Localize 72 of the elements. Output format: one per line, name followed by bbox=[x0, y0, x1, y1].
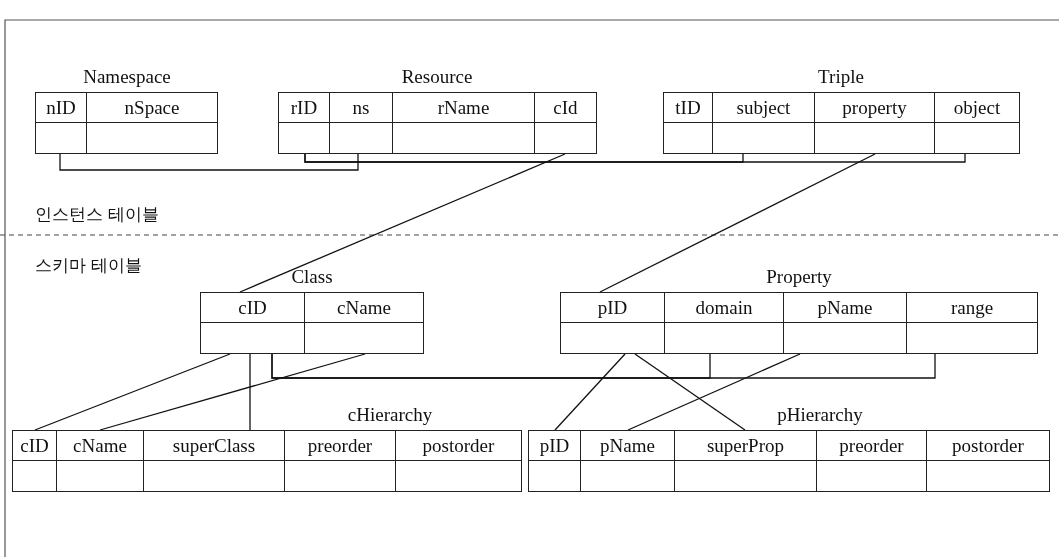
table-column bbox=[814, 92, 935, 154]
column-name: cName bbox=[72, 434, 128, 458]
section-label: 스키마 테이블 bbox=[35, 254, 143, 277]
column-name: cID bbox=[237, 296, 268, 320]
column-name: nSpace bbox=[123, 96, 181, 120]
column-name: subject bbox=[735, 96, 792, 120]
connector-line bbox=[59, 153, 359, 171]
table-column bbox=[304, 292, 424, 354]
column-name: ns bbox=[351, 96, 371, 120]
table-column bbox=[712, 92, 815, 154]
table-column bbox=[560, 292, 665, 354]
table-column bbox=[12, 430, 57, 492]
table-column bbox=[392, 92, 535, 154]
table-column bbox=[534, 92, 597, 154]
connector-line bbox=[627, 353, 801, 431]
connector-line bbox=[599, 153, 876, 293]
column-name: superProp bbox=[705, 434, 786, 458]
column-name: pName bbox=[816, 296, 874, 320]
table-title: Class bbox=[291, 266, 333, 288]
connector-line bbox=[249, 353, 251, 431]
table-column bbox=[86, 92, 218, 154]
column-name: pID bbox=[538, 434, 571, 458]
table-column bbox=[580, 430, 675, 492]
table-column bbox=[395, 430, 522, 492]
table-title: cHierarchy bbox=[347, 404, 433, 426]
connector-line bbox=[34, 353, 231, 431]
column-name: rID bbox=[289, 96, 319, 120]
connector-line bbox=[634, 353, 746, 431]
table-column bbox=[200, 292, 305, 354]
column-name: property bbox=[841, 96, 908, 120]
table-column bbox=[926, 430, 1050, 492]
table-column bbox=[284, 430, 396, 492]
table-column bbox=[35, 92, 87, 154]
table-column bbox=[663, 92, 713, 154]
table-column bbox=[329, 92, 393, 154]
column-name: nID bbox=[45, 96, 77, 120]
table-title: pHierarchy bbox=[777, 404, 863, 426]
table-title: Resource bbox=[401, 66, 473, 88]
column-name: range bbox=[949, 296, 995, 320]
table-column bbox=[816, 430, 927, 492]
table-column bbox=[278, 92, 330, 154]
column-name: preorder bbox=[306, 434, 374, 458]
section-label: 인스턴스 테이블 bbox=[35, 203, 160, 226]
table-column bbox=[528, 430, 581, 492]
column-name: object bbox=[952, 96, 1002, 120]
column-name: rName bbox=[436, 96, 491, 120]
table-column bbox=[143, 430, 285, 492]
column-name: postorder bbox=[421, 434, 496, 458]
column-name: tID bbox=[674, 96, 702, 120]
column-name: postorder bbox=[951, 434, 1025, 458]
table-title: Triple bbox=[818, 66, 864, 88]
connector-line bbox=[99, 353, 366, 431]
column-name: pName bbox=[599, 434, 656, 458]
table-column bbox=[906, 292, 1038, 354]
connector-line bbox=[304, 153, 966, 163]
table-title: Namespace bbox=[83, 66, 171, 88]
connector-line bbox=[239, 153, 566, 293]
column-name: preorder bbox=[838, 434, 905, 458]
column-name: superClass bbox=[171, 434, 257, 458]
table-column bbox=[934, 92, 1020, 154]
table-column bbox=[56, 430, 144, 492]
column-name: cId bbox=[552, 96, 579, 120]
column-name: cName bbox=[336, 296, 392, 320]
column-name: domain bbox=[694, 296, 754, 320]
column-name: cID bbox=[19, 434, 50, 458]
table-column bbox=[674, 430, 817, 492]
table-column bbox=[664, 292, 784, 354]
connector-line bbox=[271, 353, 936, 379]
table-title: Property bbox=[766, 266, 832, 288]
connector-line bbox=[554, 353, 626, 431]
column-name: pID bbox=[596, 296, 629, 320]
table-column bbox=[783, 292, 907, 354]
